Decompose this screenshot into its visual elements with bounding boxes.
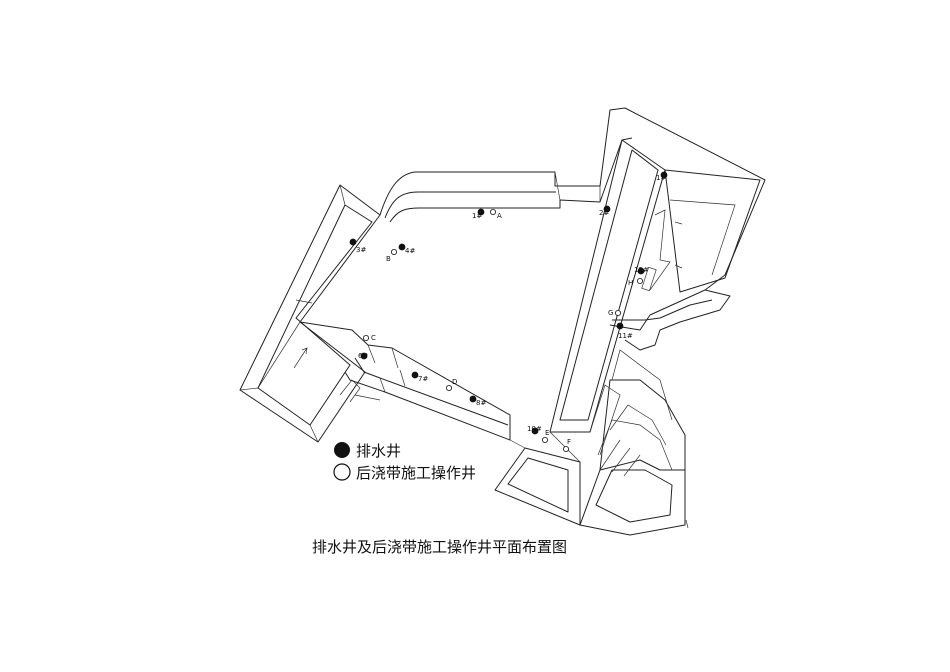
drainage-well-marker: 12# xyxy=(634,266,649,275)
marker-label: A xyxy=(497,212,502,220)
marker-label: E xyxy=(545,429,549,437)
legend-label-operation-well: 后浇带施工操作井 xyxy=(356,464,476,482)
operation-well-marker: B xyxy=(386,248,397,263)
open-circle-icon xyxy=(615,309,622,316)
filled-circle-icon xyxy=(360,352,368,360)
open-circle-icon xyxy=(637,277,644,284)
marker-label: 1# xyxy=(656,174,666,182)
filled-circle-icon xyxy=(637,267,645,275)
drainage-well-marker: 1# xyxy=(656,171,668,182)
marker-label: 10# xyxy=(527,425,542,433)
operation-well-marker: E xyxy=(542,429,549,443)
drainage-well-marker: 7# xyxy=(411,371,428,383)
open-circle-icon xyxy=(445,384,452,391)
filled-circle-icon xyxy=(411,371,419,379)
legend-open-circle-icon xyxy=(333,463,351,481)
filled-circle-icon xyxy=(616,322,624,330)
filled-circle-icon xyxy=(660,171,668,179)
marker-label: G xyxy=(608,309,613,317)
marker-label: H xyxy=(628,279,633,287)
marker-label: 6# xyxy=(358,352,368,360)
drainage-well-marker: 1# xyxy=(472,208,485,220)
drainage-well-marker: 4# xyxy=(398,243,415,255)
marker-label: F xyxy=(567,438,571,446)
operation-well-marker: F xyxy=(563,438,571,452)
marker-label: 12# xyxy=(634,266,649,274)
marker-label: 3# xyxy=(356,246,366,254)
marker-label: 2# xyxy=(599,209,609,217)
filled-circle-icon xyxy=(603,205,611,213)
marker-label: 7# xyxy=(418,375,428,383)
marker-label: 11# xyxy=(618,332,633,340)
open-circle-icon xyxy=(390,248,397,255)
marker-label: 8# xyxy=(476,399,486,407)
legend-filled-circle-icon xyxy=(334,442,350,458)
open-circle-icon xyxy=(563,445,570,452)
legend-label-drainage-well: 排水井 xyxy=(356,442,401,460)
drainage-well-marker: 10# xyxy=(527,425,542,435)
marker-label: C xyxy=(371,334,376,342)
drainage-well-marker: 2# xyxy=(599,205,611,217)
marker-layer: 3# 4# B 1# A 2# 1# C 6# 7# D 8# 10#E F 11# G H12# xyxy=(349,171,668,452)
operation-well-marker: G xyxy=(608,309,622,317)
marker-label: B xyxy=(386,255,391,263)
open-circle-icon xyxy=(362,334,369,341)
drainage-well-marker: 6# xyxy=(358,352,368,360)
marker-label: D xyxy=(452,378,457,386)
operation-well-marker: D xyxy=(445,378,457,391)
filled-circle-icon xyxy=(469,395,477,403)
filled-circle-icon xyxy=(398,243,406,251)
open-circle-icon xyxy=(542,436,549,443)
operation-well-marker: A xyxy=(489,208,502,220)
building-outline xyxy=(239,107,766,536)
legend: 排水井 后浇带施工操作井 xyxy=(333,442,476,482)
drainage-well-marker: 11# xyxy=(616,322,633,340)
open-circle-icon xyxy=(489,208,496,215)
drainage-well-marker: 3# xyxy=(349,238,366,254)
operation-well-marker: H xyxy=(628,277,644,287)
filled-circle-icon xyxy=(477,208,485,216)
filled-circle-icon xyxy=(531,427,539,435)
operation-well-marker: C xyxy=(362,334,376,342)
diagram-caption: 排水井及后浇带施工操作井平面布置图 xyxy=(312,538,567,556)
marker-label: 1# xyxy=(472,212,482,220)
drainage-well-marker: 8# xyxy=(469,395,486,407)
filled-circle-icon xyxy=(349,238,357,246)
marker-label: 4# xyxy=(405,247,415,255)
